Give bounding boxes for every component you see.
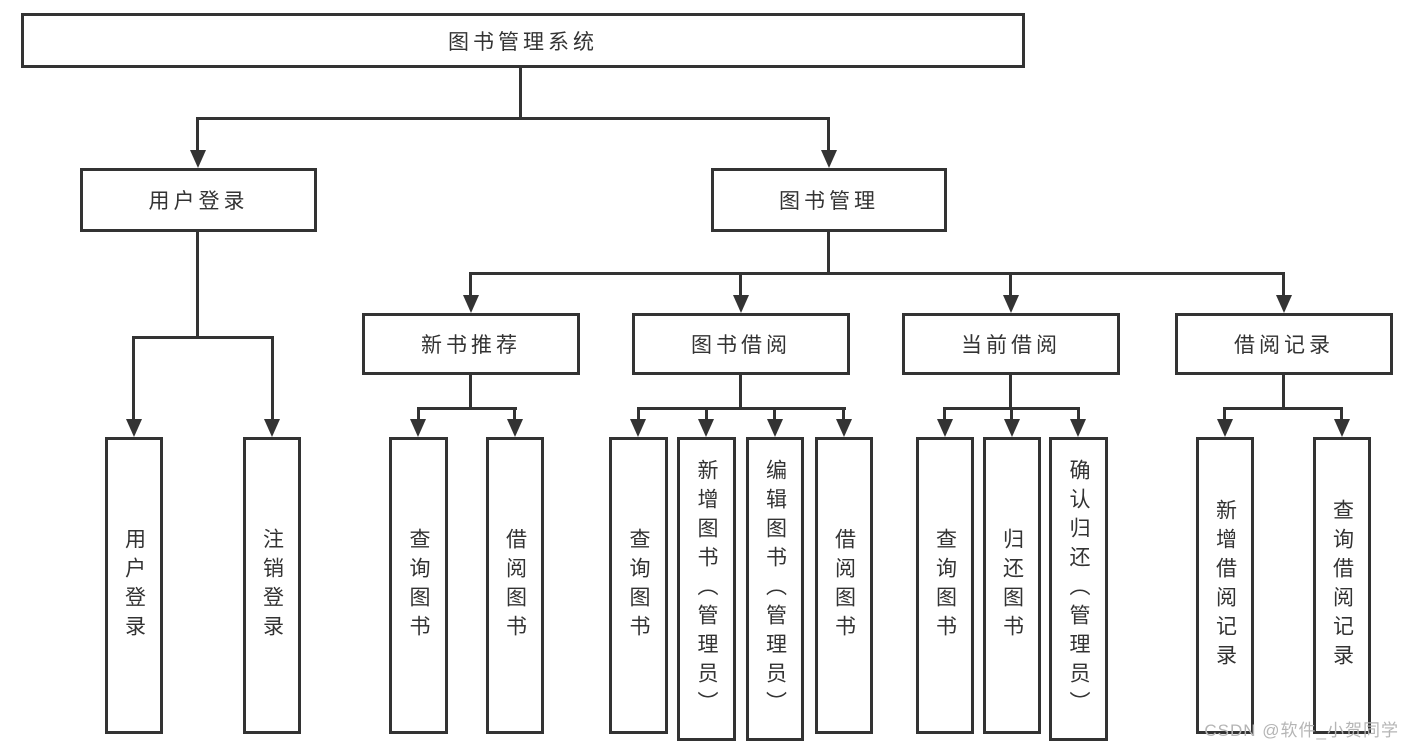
connector bbox=[132, 336, 135, 419]
connector bbox=[637, 407, 640, 419]
leaf-logout: 注销登录 bbox=[243, 437, 301, 734]
leaf-recommend-query-books: 查询图书 bbox=[389, 437, 448, 734]
leaf-borrow-borrow-books: 借阅图书 bbox=[815, 437, 873, 734]
connector bbox=[1009, 375, 1012, 407]
connector bbox=[739, 375, 742, 407]
connector bbox=[132, 336, 274, 339]
connector bbox=[469, 272, 472, 295]
node-new-book-recommend: 新书推荐 bbox=[362, 313, 580, 375]
connector bbox=[1282, 375, 1285, 407]
leaf-current-confirm-return-admin: 确认归还（管理员） bbox=[1049, 437, 1108, 741]
connector bbox=[773, 407, 776, 419]
connector bbox=[417, 407, 420, 419]
connector bbox=[271, 336, 274, 419]
arrow-down-icon bbox=[937, 419, 953, 437]
connector bbox=[469, 375, 472, 407]
connector bbox=[827, 117, 830, 150]
connector bbox=[519, 68, 522, 117]
arrow-down-icon bbox=[630, 419, 646, 437]
connector bbox=[739, 272, 742, 295]
connector bbox=[1009, 272, 1012, 295]
leaf-borrow-add-books-admin: 新增图书（管理员） bbox=[677, 437, 736, 741]
node-root: 图书管理系统 bbox=[21, 13, 1025, 68]
node-current-borrow: 当前借阅 bbox=[902, 313, 1120, 375]
node-borrow-records: 借阅记录 bbox=[1175, 313, 1393, 375]
arrow-down-icon bbox=[1070, 419, 1086, 437]
arrow-down-icon bbox=[264, 419, 280, 437]
connector bbox=[469, 272, 1285, 275]
connector bbox=[196, 117, 199, 150]
arrow-down-icon bbox=[463, 295, 479, 313]
connector bbox=[705, 407, 708, 419]
leaf-records-add-borrow-record: 新增借阅记录 bbox=[1196, 437, 1254, 734]
arrow-down-icon bbox=[126, 419, 142, 437]
leaf-records-query-borrow-record: 查询借阅记录 bbox=[1313, 437, 1371, 734]
node-user-login: 用户登录 bbox=[80, 168, 317, 232]
arrow-down-icon bbox=[1004, 419, 1020, 437]
arrow-down-icon bbox=[1003, 295, 1019, 313]
arrow-down-icon bbox=[767, 419, 783, 437]
arrow-down-icon bbox=[733, 295, 749, 313]
node-book-management: 图书管理 bbox=[711, 168, 947, 232]
connector bbox=[1010, 407, 1013, 419]
connector bbox=[196, 232, 199, 336]
connector bbox=[1077, 407, 1080, 419]
arrow-down-icon bbox=[1217, 419, 1233, 437]
connector bbox=[1223, 407, 1226, 419]
connector bbox=[637, 407, 846, 410]
arrow-down-icon bbox=[1276, 295, 1292, 313]
leaf-borrow-query-books: 查询图书 bbox=[609, 437, 668, 734]
leaf-user-login: 用户登录 bbox=[105, 437, 163, 734]
connector bbox=[417, 407, 517, 410]
connector bbox=[1223, 407, 1343, 410]
arrow-down-icon bbox=[836, 419, 852, 437]
leaf-current-return-books: 归还图书 bbox=[983, 437, 1041, 734]
arrow-down-icon bbox=[410, 419, 426, 437]
arrow-down-icon bbox=[1334, 419, 1350, 437]
connector bbox=[842, 407, 845, 419]
arrow-down-icon bbox=[698, 419, 714, 437]
leaf-current-query-books: 查询图书 bbox=[916, 437, 974, 734]
connector bbox=[827, 232, 830, 272]
connector bbox=[1282, 272, 1285, 295]
connector bbox=[943, 407, 946, 419]
csdn-watermark: CSDN @软件_小贺同学 bbox=[1204, 721, 1399, 740]
connector bbox=[1340, 407, 1343, 419]
leaf-borrow-edit-books-admin: 编辑图书（管理员） bbox=[746, 437, 804, 741]
node-book-borrow: 图书借阅 bbox=[632, 313, 850, 375]
arrow-down-icon bbox=[190, 150, 206, 168]
arrow-down-icon bbox=[821, 150, 837, 168]
connector bbox=[513, 407, 516, 419]
connector bbox=[196, 117, 830, 120]
leaf-recommend-borrow-books: 借阅图书 bbox=[486, 437, 544, 734]
arrow-down-icon bbox=[507, 419, 523, 437]
